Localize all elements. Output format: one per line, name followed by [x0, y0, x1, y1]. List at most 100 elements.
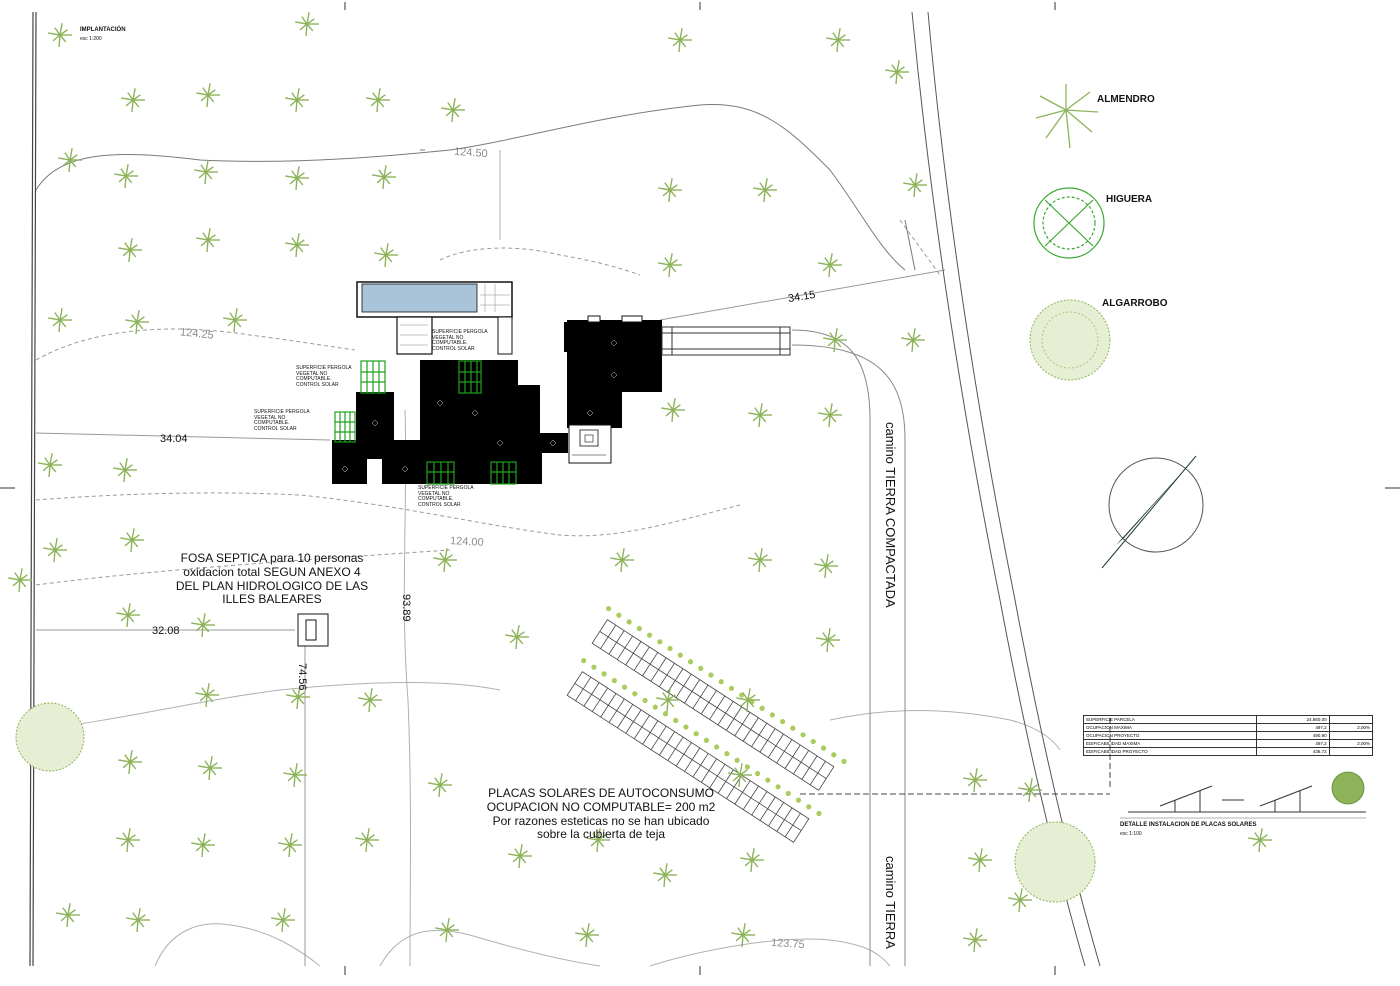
- hedge-dot: [728, 685, 735, 691]
- tree-icon: [508, 844, 532, 869]
- table-cell-value: 24.860,00: [1256, 715, 1330, 724]
- hedge-dot: [693, 731, 699, 737]
- hedge-dot: [769, 712, 775, 718]
- legend-fig-symbol: [1033, 187, 1105, 259]
- tree-icon: [885, 60, 909, 85]
- tree-icon: [901, 328, 925, 353]
- hedge-dot: [775, 784, 781, 790]
- table-cell-label: EDIFICABILIDAD PROYECTO: [1082, 747, 1258, 756]
- hedge-dot: [698, 665, 704, 672]
- tree-icon: [116, 828, 140, 853]
- tree-icon: [963, 768, 987, 793]
- building-interior-marks: [341, 339, 618, 473]
- solar-arrays: [566, 606, 847, 843]
- tree-icon: [196, 228, 220, 253]
- tree-icon: [575, 923, 599, 948]
- table-cell-label: OCUPACION MAXIMA: [1082, 723, 1258, 732]
- tree-icon: [286, 685, 310, 710]
- tree-icon: [48, 23, 72, 48]
- tree-icon: [271, 908, 295, 933]
- hedge-dot: [652, 704, 658, 710]
- tree-icon: [126, 908, 150, 933]
- solar-array: [591, 606, 847, 791]
- legend-almond-label: ALMENDRO: [1097, 94, 1155, 105]
- tree-icon: [285, 88, 309, 113]
- table-cell-percent: 2,00%: [1328, 739, 1374, 748]
- tree-icon: [191, 613, 215, 638]
- tree-icon: [8, 568, 32, 593]
- tree-icon: [43, 538, 67, 563]
- hedge-dot: [621, 684, 628, 690]
- roof-vent: [621, 315, 643, 323]
- tree-icon: [58, 148, 82, 173]
- pool-building: [356, 281, 513, 355]
- hedge-dot: [591, 664, 597, 670]
- dimension-label: 74.56: [296, 663, 308, 691]
- detail-link-line: [800, 718, 1111, 795]
- hedge-dot: [744, 764, 750, 770]
- tree-icon: [740, 848, 764, 873]
- table-cell-value: 436,72: [1256, 747, 1330, 756]
- tree-icon: [295, 12, 319, 37]
- legend-fig-label: HIGUERA: [1106, 194, 1153, 205]
- hedge-dot: [831, 752, 837, 758]
- hedge-dot: [785, 790, 791, 797]
- tree-icon: [818, 253, 842, 278]
- hedge-dot: [662, 711, 669, 717]
- tree-icon: [441, 98, 465, 123]
- hedge-dot: [820, 745, 827, 751]
- septic-tank: [297, 613, 329, 647]
- tree-icon: [366, 88, 390, 113]
- hedge-dot: [601, 671, 607, 677]
- tree-icon: [48, 308, 72, 333]
- main-buildings: [332, 320, 662, 484]
- tree-icon: [1248, 828, 1272, 853]
- table-cell-percent: [1328, 747, 1374, 756]
- hedge-dot: [687, 659, 694, 665]
- tree-icon: [658, 253, 682, 278]
- hedge-dot: [581, 658, 587, 664]
- dimension-label: 93.89: [400, 594, 412, 622]
- contour-lines: [35, 103, 906, 271]
- hedge-dot: [816, 810, 822, 817]
- hedge-dot: [718, 679, 724, 685]
- tree-icon: [116, 603, 140, 628]
- tree-icon: [658, 178, 682, 203]
- hedge-dot: [810, 738, 816, 745]
- hedge-dot: [734, 757, 740, 763]
- tree-icon: [968, 848, 992, 873]
- tree-icon: [372, 165, 396, 190]
- tree-icon: [656, 688, 680, 713]
- tree-icon: [285, 166, 309, 191]
- tree-icon: [610, 548, 634, 573]
- hedge-dot: [606, 606, 612, 612]
- drawing-title: IMPLANTACIÓN: [80, 27, 126, 33]
- north-compass: [1101, 455, 1204, 569]
- hedge-dot: [636, 625, 642, 632]
- service-annex: [568, 424, 612, 464]
- table-cell-label: SUPERFICIE PARCELA: [1082, 715, 1258, 724]
- hedge-dot: [632, 691, 638, 697]
- table-cell-percent: 2,00%: [1328, 723, 1374, 732]
- tree-symbols: [8, 12, 1272, 953]
- table-cell-value: 490,90: [1256, 731, 1330, 740]
- hedge-dot: [667, 645, 673, 652]
- hedge-dot: [765, 777, 771, 783]
- hedge-dot: [673, 717, 679, 724]
- tree-icon: [505, 625, 529, 650]
- tree-icon: [428, 773, 452, 798]
- tree-icon: [191, 833, 215, 858]
- hedge-dot: [677, 652, 683, 658]
- tree-icon: [118, 750, 142, 775]
- table-cell-value: 497,2: [1256, 739, 1330, 748]
- table-cell-percent: [1328, 731, 1374, 740]
